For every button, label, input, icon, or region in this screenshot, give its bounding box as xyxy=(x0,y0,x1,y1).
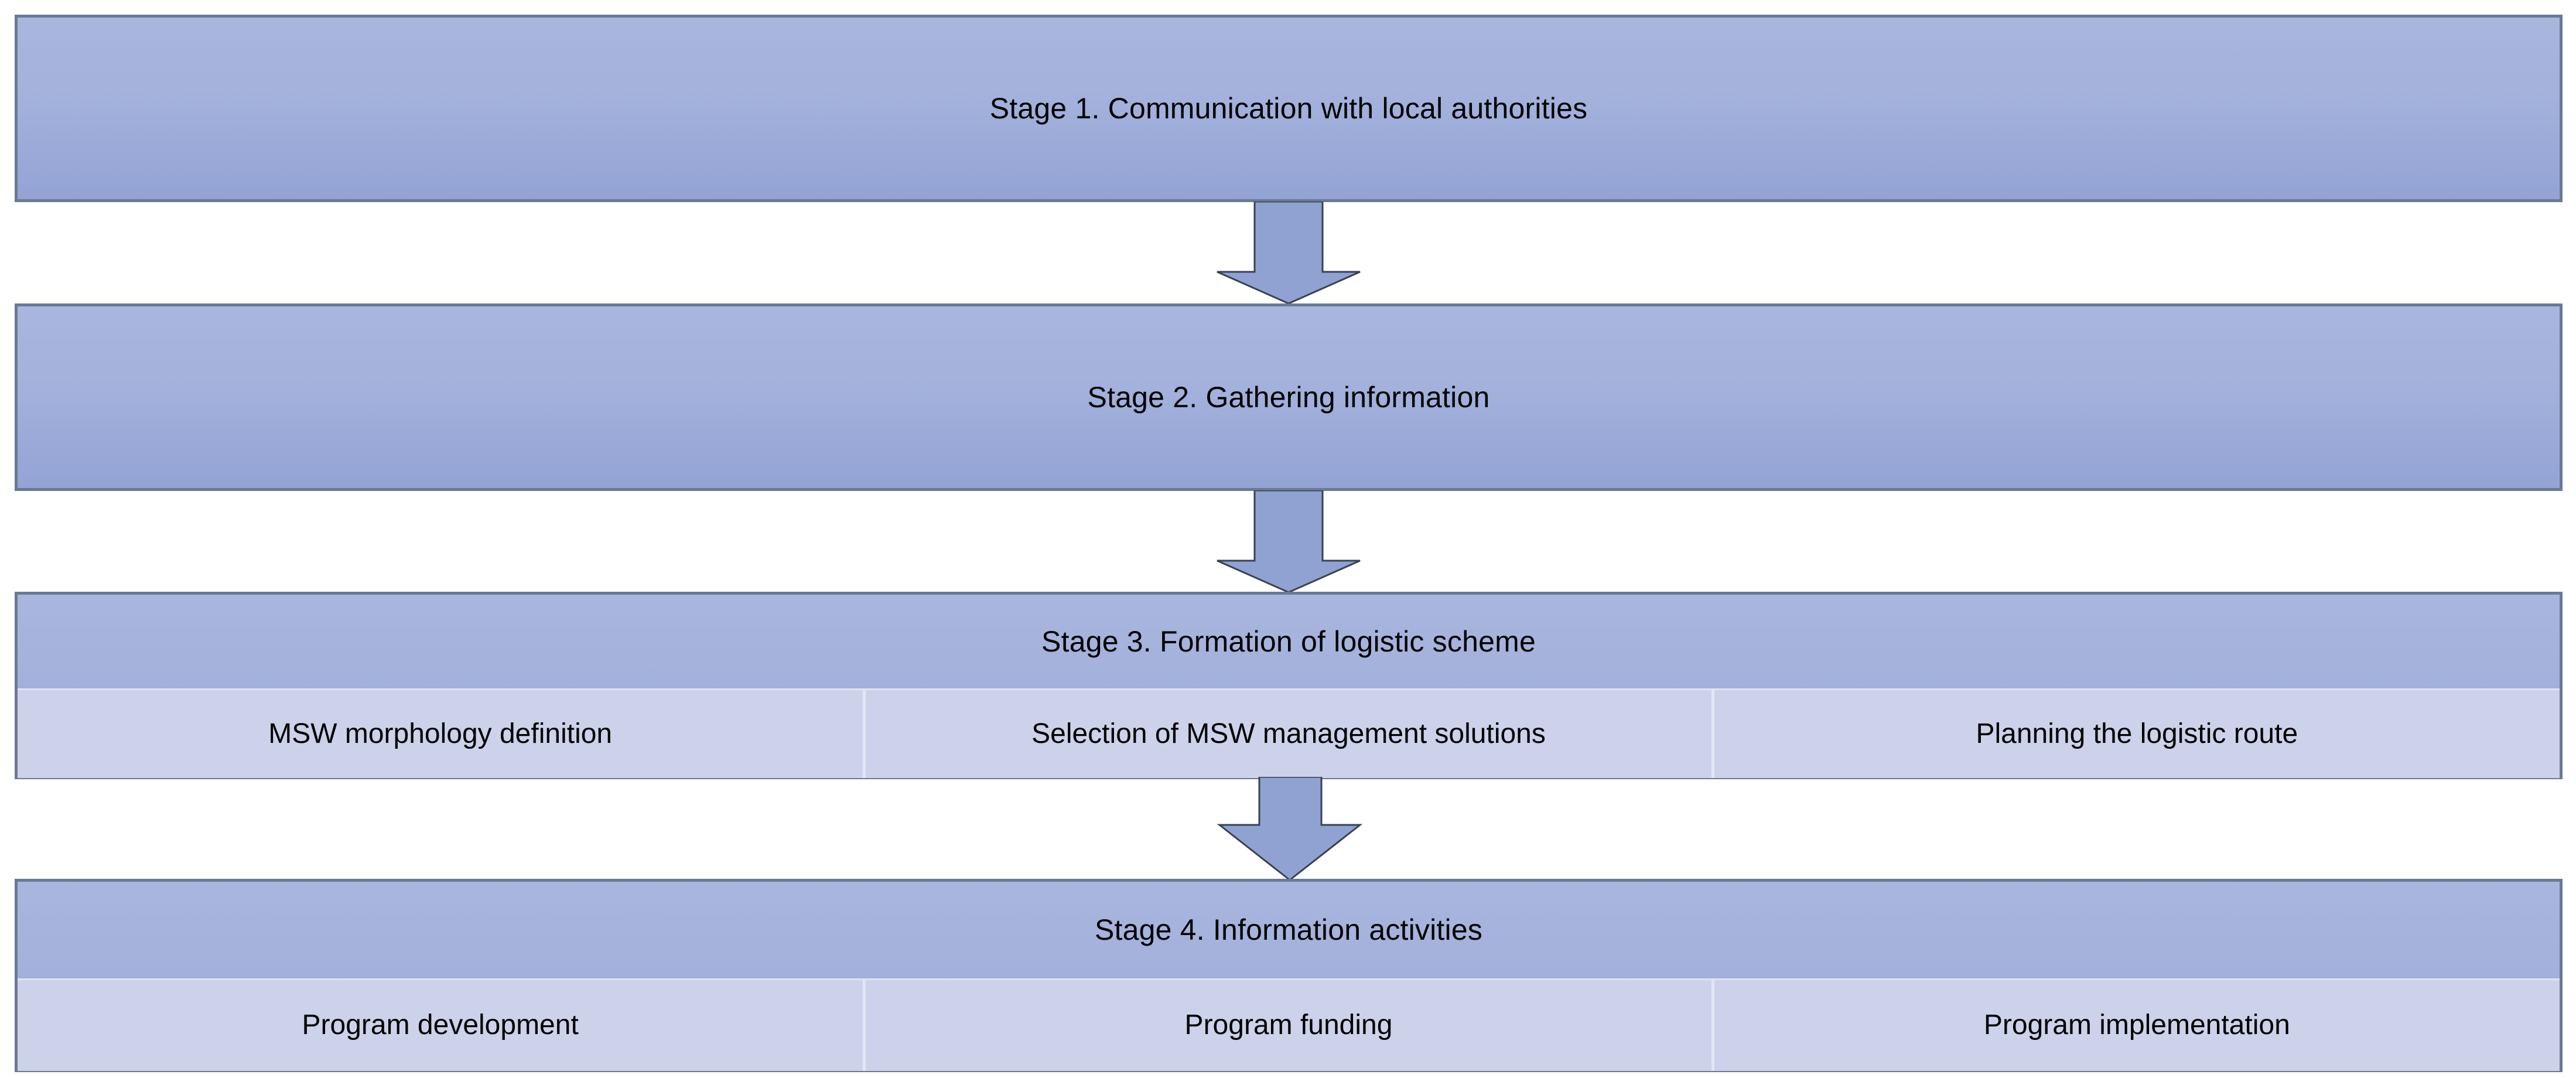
down-arrow-icon xyxy=(1217,777,1362,881)
stage-4-header: Stage 4. Information activities xyxy=(18,882,2560,978)
stage-3-title: Stage 3. Formation of logistic scheme xyxy=(1041,625,1536,658)
stage-4-subitem-2-label: Program implementation xyxy=(1983,1009,2290,1041)
stage-3-subitem-2-label: Planning the logistic route xyxy=(1976,718,2298,749)
stage-4-subrow: Program development Program funding Prog… xyxy=(18,978,2560,1071)
down-arrow-icon xyxy=(1217,490,1361,593)
stage-3-subitem-0[interactable]: MSW morphology definition xyxy=(18,690,863,778)
stage-4-subitem-2[interactable]: Program implementation xyxy=(1711,980,2560,1071)
connector-1-2-arrow xyxy=(1215,202,1362,305)
stage-4-title: Stage 4. Information activities xyxy=(1094,913,1483,946)
stage-3-subitem-1[interactable]: Selection of MSW management solutions xyxy=(863,690,1711,778)
stage-1-box[interactable]: Stage 1. Communication with local author… xyxy=(15,15,2563,202)
connector-2-3-arrow xyxy=(1215,490,1362,593)
down-arrow-icon xyxy=(1217,202,1361,305)
stage-3-subrow: MSW morphology definition Selection of M… xyxy=(18,688,2560,778)
connector-3-4-arrow xyxy=(1217,777,1362,881)
stage-4-subitem-1[interactable]: Program funding xyxy=(863,980,1711,1071)
stage-3-subitem-1-label: Selection of MSW management solutions xyxy=(1031,718,1546,749)
stage-4-subitem-0[interactable]: Program development xyxy=(18,980,863,1071)
stage-2-box[interactable]: Stage 2. Gathering information xyxy=(15,303,2563,491)
stage-4-subitem-1-label: Program funding xyxy=(1184,1009,1393,1041)
stage-3-box[interactable]: Stage 3. Formation of logistic scheme MS… xyxy=(15,592,2563,779)
stage-1-title: Stage 1. Communication with local author… xyxy=(989,91,1588,125)
stage-3-subitem-0-label: MSW morphology definition xyxy=(268,718,613,749)
stage-2-title: Stage 2. Gathering information xyxy=(1087,380,1490,414)
stage-3-header: Stage 3. Formation of logistic scheme xyxy=(18,595,2560,688)
stage-4-box[interactable]: Stage 4. Information activities Program … xyxy=(15,879,2563,1072)
stage-3-subitem-2[interactable]: Planning the logistic route xyxy=(1711,690,2560,778)
stage-4-subitem-0-label: Program development xyxy=(302,1009,579,1041)
